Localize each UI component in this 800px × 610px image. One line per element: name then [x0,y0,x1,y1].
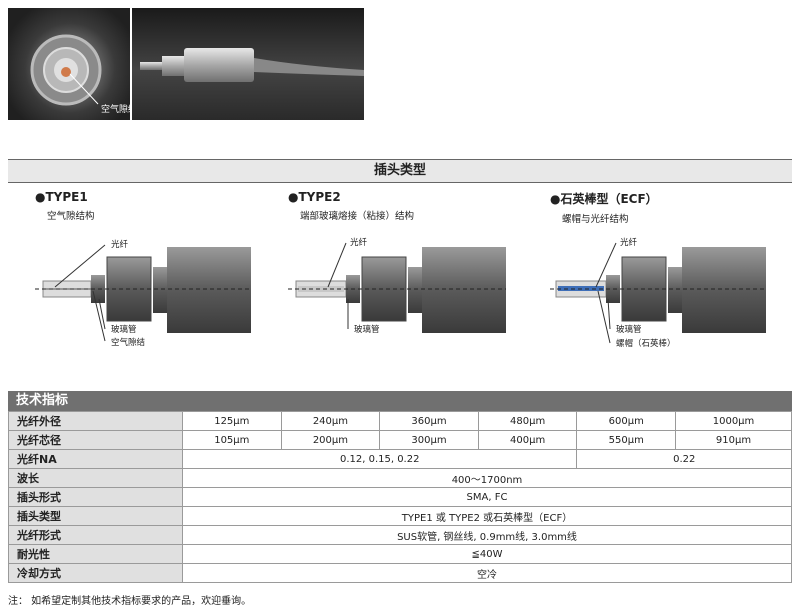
table-cell: 125μm [182,411,282,431]
row-label: 光纤形式 [8,525,183,545]
type1-block: ●TYPE1 空气隙结构 [35,190,275,222]
table-cell: 200μm [280,430,381,450]
ecf-diagram: 光纤 玻璃管 螺帽（石英棒） [550,225,770,355]
table-row: 插头形式 SMA, FC [8,487,792,507]
table-cell: 300μm [379,430,479,450]
table-cell: 600μm [576,411,677,431]
ecf-glass-tube-label: 玻璃管 [616,325,642,335]
footnote: 注： 如希望定制其他技术指标要求的产品，欢迎垂询。 [8,596,252,607]
type2-fiber-label: 光纤 [350,238,368,248]
type2-diagram: 光纤 玻璃管 [288,225,508,355]
ecf-desc: 螺帽与光纤结构 [562,214,629,225]
type2-title: ●TYPE2 [288,190,528,204]
row-label: 光纤NA [8,449,183,469]
type1-glass-tube-label: 玻璃管 [111,325,137,335]
table-cell: 360μm [379,411,479,431]
table-cell: 550μm [576,430,677,450]
table-cell: ≦40W [182,544,792,564]
type1-title: ●TYPE1 [35,190,275,204]
type1-connector-drawing [35,244,251,342]
type1-fiber-label: 光纤 [111,240,129,250]
table-cell: 1000μm [675,411,792,431]
connector-side-illustration [140,48,364,82]
table-cell: TYPE1 或 TYPE2 或石英棒型（ECF） [182,506,792,526]
table-cell: 910μm [675,430,792,450]
connector-end-illustration [30,34,102,106]
plug-type-section-header: 插头类型 [8,159,792,183]
row-label: 光纤芯径 [8,430,183,450]
table-row: 波长 400～1700nm [8,468,792,488]
air-gap-photo-label: 空气隙结 [101,105,130,115]
type2-desc: 端部玻璃熔接（粘接）结构 [300,211,415,222]
table-row: 光纤NA 0.12, 0.15, 0.22 0.22 [8,449,792,469]
table-row: 冷却方式 空冷 [8,563,792,583]
connector-side-photo [132,8,364,120]
row-label: 插头类型 [8,506,183,526]
row-label: 光纤外径 [8,411,183,431]
bullet-icon: ● [35,190,46,204]
spec-table: 光纤外径 125μm 240μm 360μm 480μm 600μm 1000μ… [8,411,792,583]
spec-section-header: 技术指标 [8,391,792,411]
table-row: 光纤外径 125μm 240μm 360μm 480μm 600μm 1000μ… [8,411,792,431]
bullet-icon: ● [550,192,561,206]
row-label: 插头形式 [8,487,183,507]
table-row: 光纤形式 SUS软管, 钢丝线, 0.9mm线, 3.0mm线 [8,525,792,545]
ecf-title: ●石英棒型（ECF） [550,190,790,207]
table-cell: 240μm [280,411,381,431]
row-label: 冷却方式 [8,563,183,583]
type1-air-gap-label: 空气隙结 [111,338,146,348]
table-cell: 400μm [477,430,578,450]
ecf-connector-drawing [550,242,766,344]
table-cell: 0.22 [576,449,792,469]
table-cell: 400～1700nm [182,468,792,488]
type2-block: ●TYPE2 端部玻璃熔接（粘接）结构 [288,190,528,222]
table-cell: 105μm [182,430,282,450]
row-label: 耐光性 [8,544,183,564]
row-label: 波长 [8,468,183,488]
type1-diagram: 光纤 玻璃管 空气隙结 [35,225,255,355]
type2-glass-tube-label: 玻璃管 [354,325,380,335]
type2-title-text: TYPE2 [298,190,341,204]
table-row: 光纤芯径 105μm 200μm 300μm 400μm 550μm 910μm [8,430,792,450]
table-cell: 空冷 [182,563,792,583]
ecf-fiber-label: 光纤 [620,238,638,248]
ecf-block: ●石英棒型（ECF） 螺帽与光纤结构 [550,190,790,225]
type1-desc: 空气隙结构 [47,211,95,222]
table-cell: 0.12, 0.15, 0.22 [181,449,578,469]
connector-end-photo: 空气隙结 [8,8,130,120]
table-row: 耐光性 ≦40W [8,544,792,564]
type2-connector-drawing [288,242,506,333]
ecf-title-text: 石英棒型（ECF） [560,192,658,206]
table-cell: SUS软管, 钢丝线, 0.9mm线, 3.0mm线 [182,525,792,545]
ecf-cap-label: 螺帽（石英棒） [616,339,676,349]
bullet-icon: ● [288,190,299,204]
table-cell: SMA, FC [182,487,792,507]
type1-title-text: TYPE1 [45,190,88,204]
table-row: 插头类型 TYPE1 或 TYPE2 或石英棒型（ECF） [8,506,792,526]
table-cell: 480μm [477,411,578,431]
